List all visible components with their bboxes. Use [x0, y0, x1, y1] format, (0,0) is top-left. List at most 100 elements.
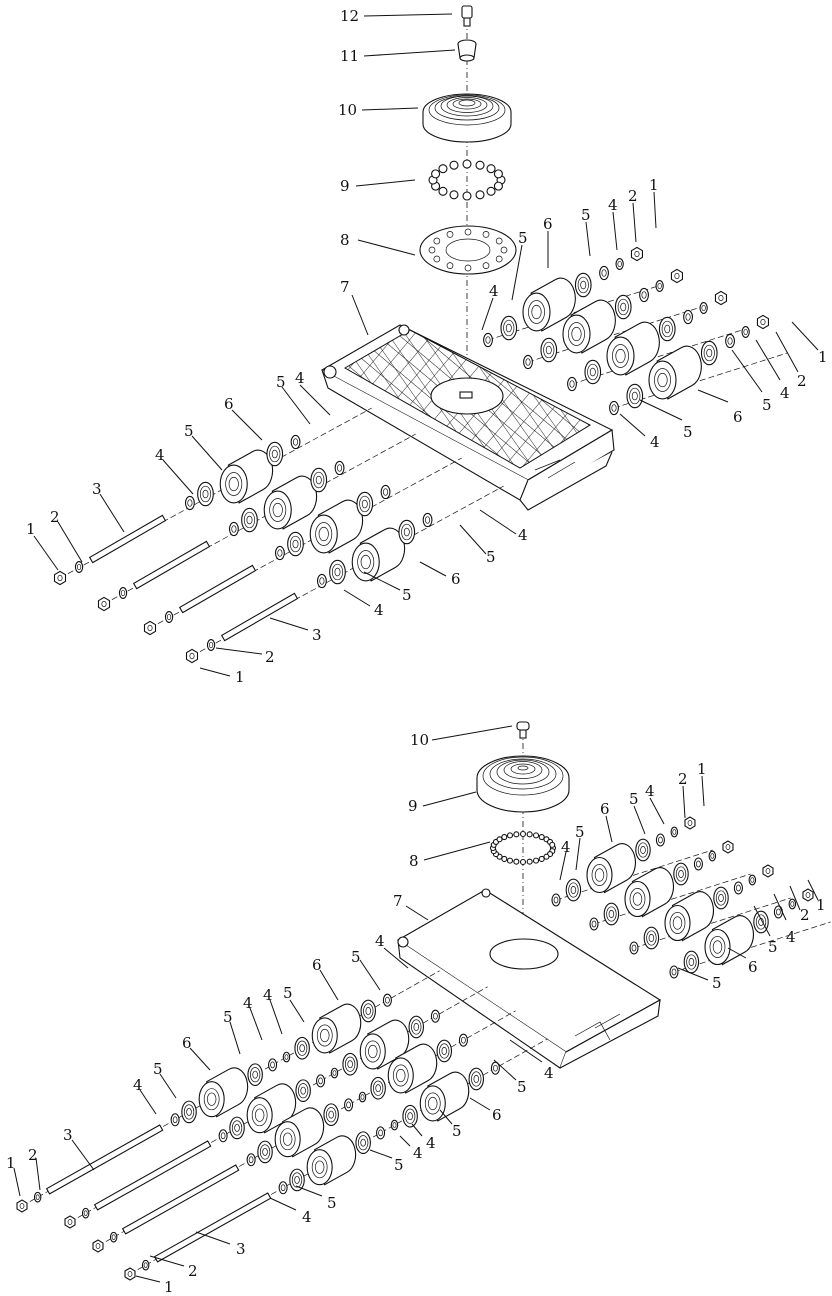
callout-tr-2: 2	[628, 187, 638, 243]
svg-text:2: 2	[797, 372, 807, 390]
ball	[549, 841, 556, 848]
svg-text:2: 2	[188, 1262, 198, 1280]
washer	[599, 265, 609, 281]
washer	[629, 941, 639, 955]
bearing	[323, 1103, 339, 1127]
svg-text:6: 6	[733, 408, 743, 426]
svg-text:6: 6	[224, 395, 234, 413]
callout-b-2: 2	[215, 647, 275, 666]
roller	[586, 843, 636, 894]
svg-text:5: 5	[394, 1156, 404, 1174]
ball	[526, 858, 533, 865]
svg-text:2: 2	[800, 906, 810, 924]
callout-l-3: 3	[92, 480, 125, 533]
svg-text:5: 5	[486, 548, 496, 566]
washer	[655, 833, 665, 847]
svg-text:1: 1	[697, 760, 707, 778]
callout2-l-4: 4	[375, 932, 409, 969]
callout-tr-5: 5	[581, 206, 591, 257]
washer	[725, 333, 735, 349]
bearing	[673, 862, 689, 886]
callout2-r-1: 1	[807, 879, 826, 914]
callout-tr-6: 6	[543, 215, 553, 268]
callout2-r-5b: 5	[677, 967, 722, 992]
shaft	[220, 592, 299, 642]
svg-text:5: 5	[283, 984, 293, 1002]
ball	[438, 164, 448, 174]
callout2-r-6: 6	[727, 947, 758, 976]
washer	[615, 258, 624, 270]
roller	[311, 1003, 362, 1054]
callout-r-4b: 4	[619, 413, 660, 451]
callout2-m-5b: 5	[439, 1109, 462, 1140]
washer	[458, 1033, 468, 1047]
callout-tr-4b: 4	[481, 282, 499, 331]
nut	[143, 620, 157, 636]
svg-text:4: 4	[374, 601, 384, 619]
svg-text:5: 5	[712, 974, 722, 992]
callout2-tr-4b: 4	[559, 838, 571, 881]
ball	[475, 160, 485, 170]
ball	[538, 855, 545, 862]
nut	[762, 864, 774, 878]
bearing	[310, 467, 328, 493]
washer	[741, 326, 750, 338]
washer	[268, 1058, 278, 1072]
bearing	[360, 999, 377, 1023]
washer	[344, 1098, 354, 1112]
washer	[422, 512, 433, 528]
callout2-m-1: 1	[135, 1275, 174, 1296]
svg-text:3: 3	[63, 1126, 73, 1144]
roller	[606, 321, 660, 376]
callout2-tr-5: 5	[629, 790, 646, 835]
callout2-tr-5b: 5	[575, 823, 585, 871]
svg-text:5: 5	[518, 229, 528, 247]
callout2-l-5c: 5	[223, 1008, 241, 1055]
callout2-m-3: 3	[195, 1231, 246, 1258]
callout-l-5top: 5	[276, 373, 311, 425]
washer	[639, 287, 649, 303]
callout-l-4: 4	[155, 446, 194, 495]
callout-b-5: 5	[459, 524, 496, 566]
roller	[274, 1107, 325, 1158]
callout2-tr-6: 6	[600, 800, 613, 843]
washer	[699, 302, 708, 314]
bearing	[468, 1067, 485, 1091]
callout-r-5b: 5	[639, 399, 693, 441]
svg-text:5: 5	[452, 1122, 462, 1140]
ball	[462, 159, 472, 169]
svg-text:7: 7	[340, 278, 350, 296]
bearing	[643, 926, 660, 950]
washer	[708, 850, 717, 862]
svg-text:4: 4	[645, 782, 655, 800]
callout-tr-1: 1	[649, 176, 659, 229]
nut	[185, 648, 199, 664]
bearing	[565, 878, 582, 902]
bearing	[658, 316, 676, 342]
washer	[164, 611, 174, 623]
svg-text:5: 5	[768, 938, 778, 956]
roller	[664, 891, 714, 942]
svg-text:5: 5	[629, 790, 639, 808]
svg-text:2: 2	[265, 648, 275, 666]
washer	[109, 1231, 118, 1243]
svg-text:2: 2	[28, 1146, 38, 1164]
shaft	[45, 1124, 164, 1195]
ball	[532, 832, 540, 839]
svg-text:4: 4	[608, 196, 618, 214]
washer	[382, 993, 392, 1007]
callout-l-2: 2	[50, 508, 83, 563]
nut	[714, 290, 728, 306]
ball	[532, 857, 540, 864]
svg-text:4: 4	[133, 1076, 143, 1094]
bearing	[436, 1039, 453, 1063]
svg-text:4: 4	[518, 526, 528, 544]
svg-text:4: 4	[426, 1134, 436, 1152]
bearing	[614, 294, 632, 320]
svg-text:4: 4	[544, 1064, 554, 1082]
washer	[483, 332, 493, 348]
callout-r-2: 2	[775, 331, 807, 390]
callout-7: 7	[340, 278, 369, 336]
ball	[501, 855, 508, 862]
